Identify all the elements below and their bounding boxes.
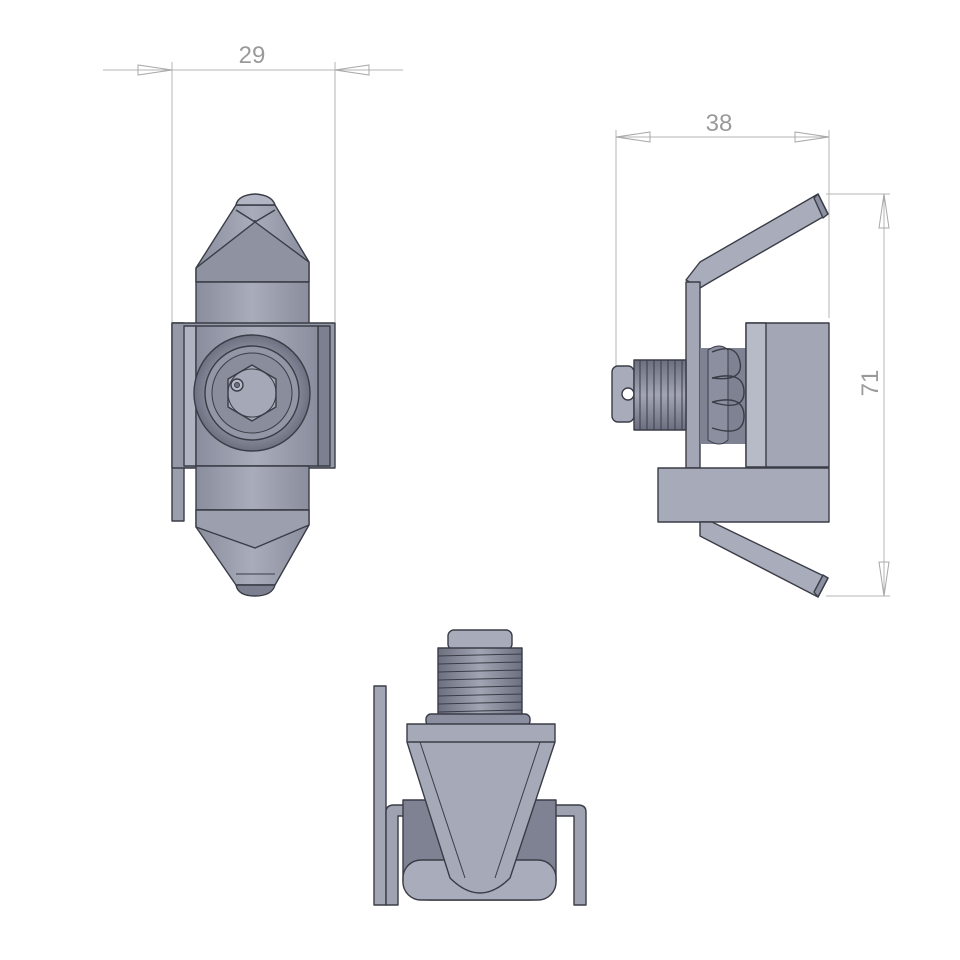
- side-view: [611, 193, 830, 598]
- dimension-side-width: 38: [615, 110, 830, 372]
- bottom-thread: [425, 629, 531, 727]
- front-width-label: 29: [239, 42, 266, 69]
- dimension-side-height: 71: [826, 193, 890, 597]
- bottom-view: [373, 629, 587, 906]
- threaded-stud: [611, 359, 687, 431]
- front-view: [171, 193, 336, 597]
- side-height-label: 71: [857, 370, 884, 397]
- side-width-label: 38: [706, 110, 733, 137]
- dimension-front-width: 29: [103, 42, 403, 322]
- spring: [700, 345, 746, 445]
